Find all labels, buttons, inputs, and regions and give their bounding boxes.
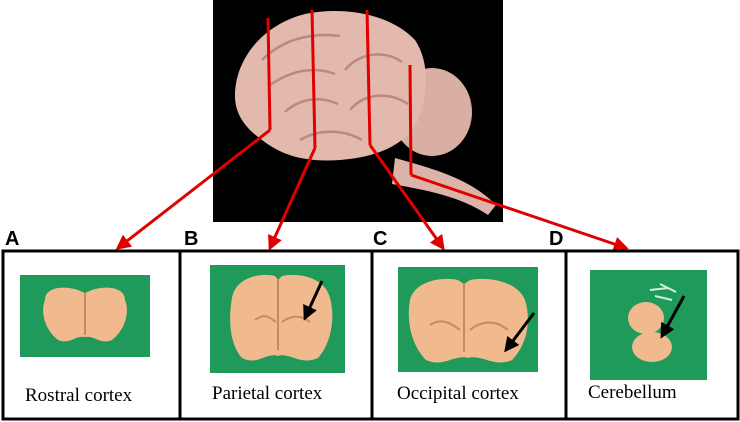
- panel-b-section-photo: [210, 265, 345, 373]
- panel-c-letter: C: [373, 228, 388, 250]
- panel-b-caption: Parietal cortex: [212, 383, 323, 404]
- panel-b-letter: B: [184, 228, 199, 250]
- panel-frame: [1, 249, 740, 421]
- panel-a-letter: A: [5, 228, 20, 250]
- panel-d-caption: Cerebellum: [588, 382, 677, 403]
- whole-brain-photo: [213, 0, 503, 222]
- panel-d-section-photo: [590, 270, 707, 380]
- panel-c-section-photo: [398, 267, 538, 372]
- panel-c-pointer-arrow: [504, 312, 536, 353]
- panel-a-caption: Rostral cortex: [25, 385, 133, 406]
- section-cut-lines: [266, 9, 413, 176]
- panel-a-section-photo: [20, 275, 150, 357]
- panel-c-caption: Occipital cortex: [397, 383, 519, 404]
- panel-d-pointer-arrow: [660, 295, 686, 339]
- section-leader-arrows: [115, 128, 629, 252]
- panel-b-pointer-arrow: [303, 280, 324, 321]
- panel-d-letter: D: [549, 228, 564, 250]
